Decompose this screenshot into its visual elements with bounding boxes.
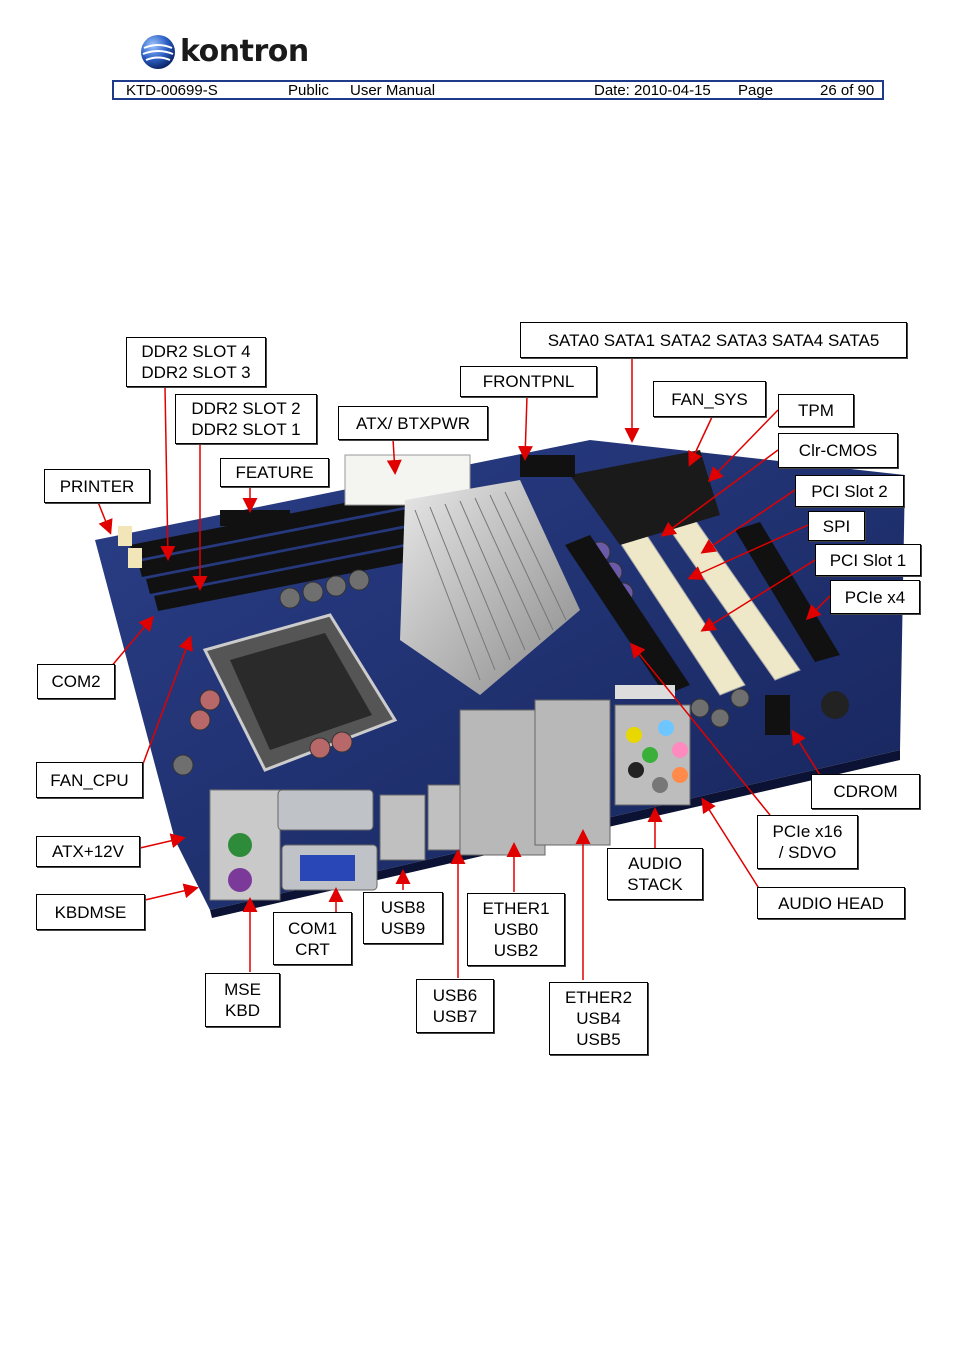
label-ddr2-slot-4-3: DDR2 SLOT 4 DDR2 SLOT 3: [126, 337, 266, 387]
label-line: USB7: [432, 1007, 478, 1026]
page-label: Page: [738, 82, 774, 99]
label-line: USB5: [576, 1030, 621, 1049]
label-tpm: TPM: [778, 394, 854, 427]
label-line: USB8: [380, 898, 426, 917]
board-figure: DDR2 SLOT 4 DDR2 SLOT 3 DDR2 SLOT 2 DDR2…: [0, 300, 954, 1080]
label-ddr2-slot-2-1: DDR2 SLOT 2 DDR2 SLOT 1: [175, 394, 317, 444]
label-line: CRT: [295, 939, 330, 959]
label-printer: PRINTER: [44, 469, 150, 503]
label-pci-slot-2: PCI Slot 2: [795, 475, 904, 507]
page-number: 26 of 90: [820, 82, 875, 99]
label-line: DDR2 SLOT 1: [191, 420, 301, 439]
doc-type: User Manual: [350, 82, 436, 99]
label-fan-cpu: FAN_CPU: [36, 762, 143, 798]
label-line: AUDIO: [628, 854, 682, 873]
label-line: DDR2 SLOT 3: [141, 363, 251, 382]
label-ether1: ETHER1 USB0 USB2: [467, 893, 565, 966]
label-fan-sys: FAN_SYS: [653, 381, 766, 417]
doc-date: Date: 2010-04-15: [594, 82, 711, 99]
label-atx-12v: ATX+12V: [36, 836, 140, 867]
label-com2: COM2: [37, 664, 115, 699]
expansion-slots: [565, 519, 840, 696]
label-line: MSE: [224, 980, 261, 999]
label-ether2: ETHER2 USB4 USB5: [549, 982, 648, 1055]
label-clr-cmos: Clr-CMOS: [778, 433, 898, 468]
label-line: STACK: [627, 875, 683, 894]
label-line: PCIe x16: [772, 822, 843, 841]
label-line: DDR2 SLOT 4: [141, 342, 251, 361]
label-usb6-usb7: USB6 USB7: [416, 979, 494, 1033]
callout-arrows: [97, 358, 831, 980]
label-audio-head: AUDIO HEAD: [757, 887, 905, 919]
label-kbdmse: KBDMSE: [36, 894, 145, 930]
label-mse-kbd: MSE KBD: [205, 973, 280, 1027]
label-feature: FEATURE: [220, 458, 329, 487]
label-line: / SDVO: [778, 843, 837, 862]
label-pcie-x16-sdvo: PCIe x16 / SDVO: [757, 815, 858, 869]
label-line: USB6: [432, 986, 478, 1005]
doc-id: KTD-00699-S: [126, 82, 218, 99]
label-frontpnl: FRONTPNL: [460, 366, 597, 397]
label-line: KBD: [225, 1001, 260, 1020]
label-pci-slot-1: PCI Slot 1: [815, 544, 921, 576]
label-line: USB2: [493, 941, 539, 960]
classification: Public: [288, 82, 329, 99]
label-cdrom: CDROM: [811, 774, 920, 809]
globe-icon: [141, 35, 175, 69]
label-atx-btxpwr: ATX/ BTXPWR: [338, 406, 488, 440]
brand-name: kontron: [180, 34, 309, 69]
heatsink: [400, 480, 580, 695]
kontron-logo: kontron: [140, 32, 330, 72]
label-line: COM1: [287, 918, 338, 938]
label-line: ETHER2: [564, 988, 633, 1007]
label-audio-stack: AUDIO STACK: [607, 848, 703, 900]
label-line: USB0: [493, 920, 539, 939]
label-line: ETHER1: [482, 899, 550, 918]
cpu-socket: [202, 613, 398, 772]
document-header: KTD-00699-S Public User Manual Date: 201…: [112, 80, 884, 100]
label-sata: SATA0 SATA1 SATA2 SATA3 SATA4 SATA5: [520, 322, 907, 358]
rear-io: [209, 699, 691, 901]
motherboard-illustration: [95, 358, 905, 980]
label-usb8-usb9: USB8 USB9: [363, 892, 443, 944]
label-pcie-x4: PCIe x4: [830, 580, 920, 614]
label-line: DDR2 SLOT 2: [191, 399, 301, 418]
label-line: USB4: [576, 1009, 621, 1028]
label-spi: SPI: [808, 511, 865, 541]
label-line: USB9: [380, 919, 426, 938]
label-com1-crt: COM1 CRT: [273, 912, 352, 965]
